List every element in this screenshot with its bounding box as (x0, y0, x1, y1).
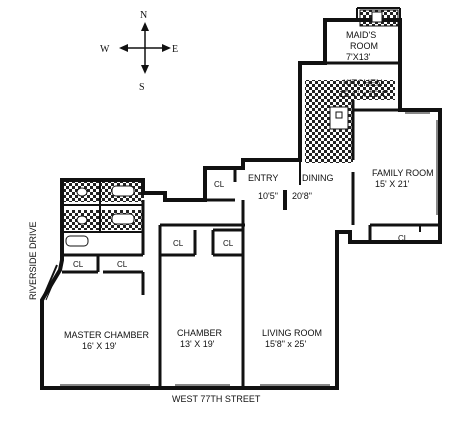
maids-room-label-2: ROOM (350, 41, 378, 51)
closet-label-master-2: CL (117, 260, 128, 269)
closet-label-family: CL (398, 234, 409, 243)
closet-label-hall-2: CL (223, 239, 234, 248)
compass-south: S (139, 82, 145, 93)
dining-label: DINING (302, 173, 334, 183)
maids-room-dims: 7'X13' (346, 52, 371, 62)
compass-north: N (140, 10, 147, 21)
closet-label-entry: CL (214, 180, 225, 189)
closet-label-master-1: CL (73, 260, 84, 269)
closet-label-hall-1: CL (173, 239, 184, 248)
windows (60, 112, 438, 386)
compass-east: E (172, 44, 178, 55)
street-labels: RIVERSIDE DRIVE WEST 77TH STREET (28, 221, 261, 404)
compass-rose: N S W E (100, 10, 178, 93)
living-room-dims: 15'8" x 25' (265, 339, 306, 349)
master-chamber-dims: 16' X 19' (82, 341, 117, 351)
entry-label: ENTRY (248, 173, 278, 183)
walls (40, 7, 442, 390)
tiled-floors (62, 9, 399, 230)
fixtures (65, 11, 383, 247)
family-room-label: FAMILY ROOM (372, 168, 434, 178)
maids-room-label-1: MAID'S (346, 30, 376, 40)
living-room-label: LIVING ROOM (262, 328, 322, 338)
family-room-dims: 15' X 21' (375, 179, 410, 189)
closet-labels: CL CL CL CL CL CL (73, 180, 409, 269)
chamber-dims: 13' X 19' (180, 339, 215, 349)
entry-dims: 10'5" (258, 191, 278, 201)
kitchen-label: KITCHEN (343, 78, 383, 88)
room-labels: MAID'S ROOM 7'X13' KITCHEN 15'4" x 16'4"… (64, 30, 434, 351)
master-chamber-label: MASTER CHAMBER (64, 330, 150, 340)
compass-west: W (100, 44, 110, 55)
chamber-label: CHAMBER (177, 328, 223, 338)
kitchen-dims: 15'4" x 16'4" (339, 89, 388, 99)
riverside-drive-label: RIVERSIDE DRIVE (28, 221, 38, 300)
west-77th-street-label: WEST 77TH STREET (172, 394, 261, 404)
dining-dims: 20'8" (292, 191, 312, 201)
